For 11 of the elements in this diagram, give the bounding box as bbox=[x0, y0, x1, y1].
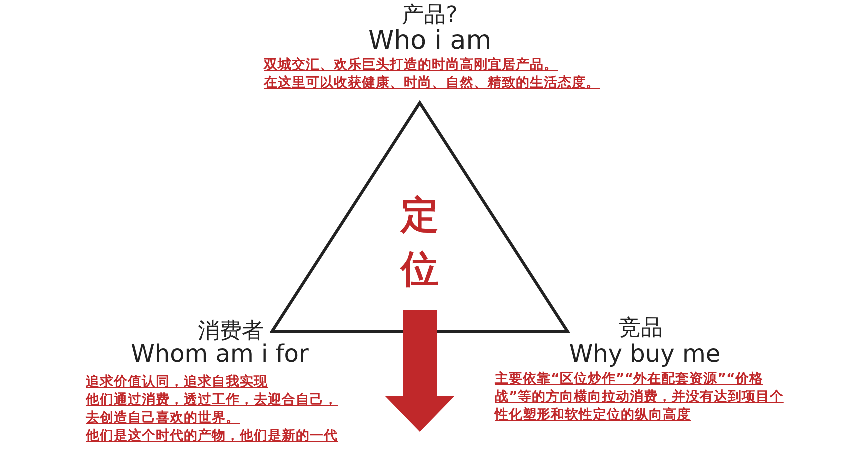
corner-heading: 竞品 bbox=[618, 315, 664, 343]
description-text: 他们通过消费，透过工作，去迎合自己，去创造自己喜欢的世界。 bbox=[86, 391, 339, 427]
description-text: 他们是这个时代的产物，他们是新的一代 bbox=[86, 427, 339, 445]
corner-heading: Why buy me bbox=[568, 340, 722, 368]
vertical-title: 定位 bbox=[399, 192, 440, 293]
description-text: 在这里可以收获健康、时尚、自然、精致的生活态度。 bbox=[264, 74, 601, 92]
corner-heading: Who i am bbox=[367, 26, 493, 56]
description-text: 追求价值认同，追求自我实现 bbox=[86, 373, 269, 391]
corner-heading: 产品? bbox=[401, 2, 459, 29]
description-text: 主要依靠“区位炒作”“外在配套资源”“价格战”等的方向横向拉动消费，并没有达到项目个性化塑形和软性定位的纵向高度 bbox=[495, 370, 785, 424]
description-text: 双城交汇、欢乐巨头打造的时尚高刚宜居产品。 bbox=[264, 56, 559, 74]
